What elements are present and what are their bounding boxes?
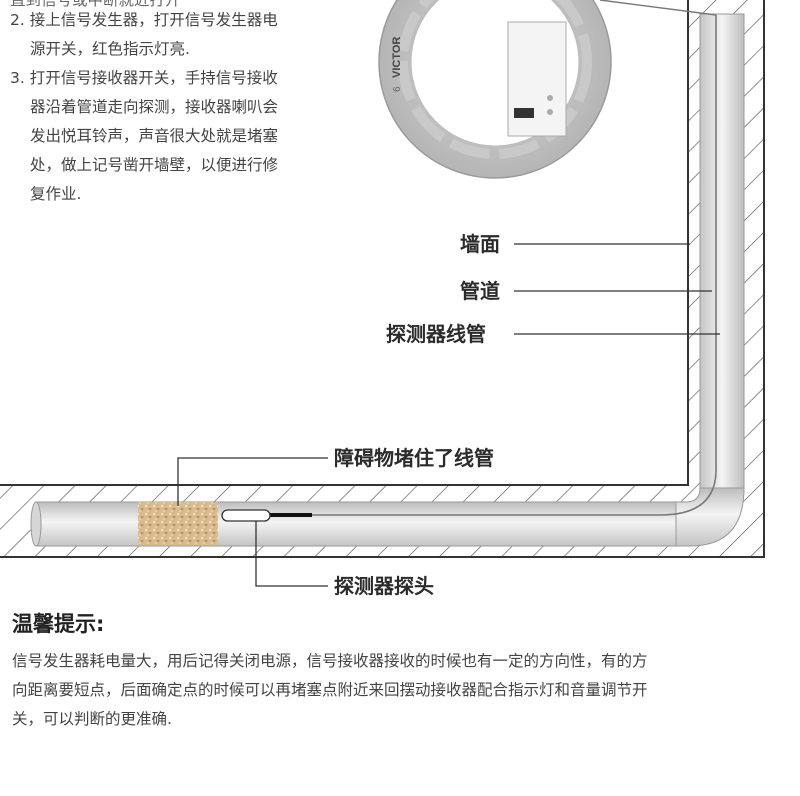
- step3-line4: 处，做上记号凿开墙壁，以便进行修: [30, 156, 279, 174]
- wall-outline: [0, 0, 765, 558]
- pipe-end: [30, 501, 42, 547]
- step3-line1: 3. 打开信号接收器开关，手持信号接收: [10, 69, 278, 87]
- label-probe-cable: 探测器线管: [386, 322, 486, 346]
- step3-line5: 复作业.: [30, 185, 82, 203]
- cable-reel-device: VICTOR 6: [378, 0, 612, 179]
- step3-line2: 器沿着管道走向探测，接收器喇叭会: [30, 98, 279, 116]
- label-wall: 墙面: [460, 232, 500, 256]
- device-model: 6: [392, 86, 403, 92]
- instruction-steps: 直到信号或中断就近打开 2. 接上信号发生器，打开信号发生器电 源开关，红色指示…: [10, 0, 345, 209]
- label-obstacle: 障碍物堵住了线管: [334, 446, 494, 470]
- tips-title: 温馨提示:: [12, 612, 105, 636]
- step3-line3: 发出悦耳铃声，声音很大处就是堵塞: [30, 127, 279, 145]
- device-brand: VICTOR: [391, 37, 403, 78]
- tips-body: 信号发生器耗电量大，用后记得关闭电源，信号接收器接收的时候也有一定的方向性，有的…: [12, 647, 790, 734]
- pipe-horizontal: [35, 501, 677, 547]
- tips-line-2: 向距离要短点，后面确定点的时候可以再堵塞点附近来回摆动接收器配合指示灯和音量调节…: [12, 681, 648, 699]
- label-pipe: 管道: [460, 279, 500, 303]
- pipe-vertical: [699, 13, 745, 489]
- obstacle-blockage: [138, 502, 218, 545]
- pipe-elbow: [671, 487, 745, 547]
- probe-head: [221, 509, 271, 522]
- tips-line-1: 信号发生器耗电量大，用后记得关闭电源，信号接收器接收的时候也有一定的方向性，有的…: [12, 652, 648, 670]
- label-probe-head: 探测器探头: [334, 574, 434, 598]
- wall-hatch-right: [0, 0, 764, 557]
- leader-probe-head: [255, 521, 328, 587]
- leader-obstacle: [177, 457, 328, 506]
- step2-line1: 2. 接上信号发生器，打开信号发生器电: [10, 11, 278, 29]
- step1-partial-line: 直到信号或中断就近打开: [10, 0, 181, 9]
- tips-line-3: 关，可以判断的更准确.: [12, 710, 172, 728]
- step2-line2: 源开关，红色指示灯亮.: [30, 40, 190, 58]
- probe-cable: [268, 15, 717, 516]
